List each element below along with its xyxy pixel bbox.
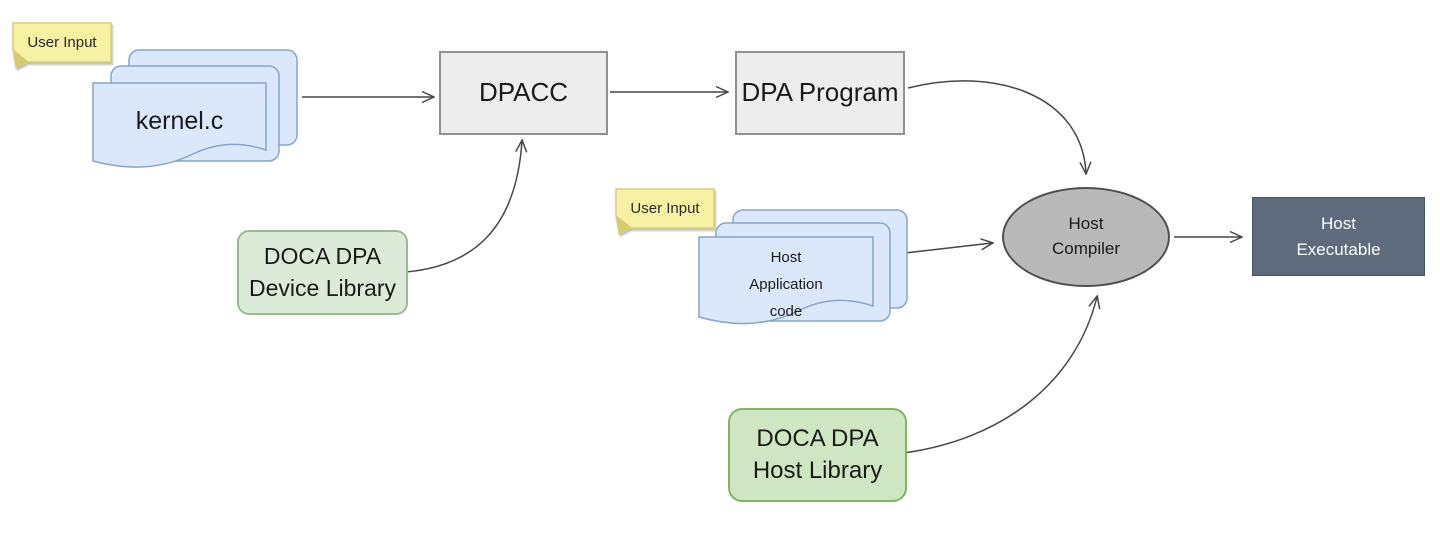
sticky-note-fold-icon [615,214,632,235]
user-input-annotation-2: User Input [630,199,700,217]
process-box-dpa-program: DPA Program [735,51,905,135]
host-app-doc-label: Host Application code [749,248,823,320]
library-box-host: DOCA DPA Host Library [728,408,907,502]
connector-device-library-to-dpacc [405,141,522,273]
user-input-annotation-1: User Input [27,33,97,51]
sticky-note-body [615,188,715,229]
document-page-front [698,236,874,325]
document-page-front [92,82,267,168]
sticky-note-1 [12,22,112,69]
host-app-document-stack [698,209,908,325]
connector-host-library-to-host-compiler [902,297,1097,454]
kernel-doc-label: kernel.c [135,106,224,135]
connector-dpa-program-to-host-compiler [907,80,1086,173]
box-host-executable: Host Executable [1252,197,1425,276]
process-box-dpacc: DPACC [439,51,608,135]
kernel-document-stack [92,49,298,168]
library-box-device: DOCA DPA Device Library [237,230,408,315]
sticky-note-2 [615,188,715,235]
ellipse-host-compiler: Host Compiler [1002,187,1170,287]
sticky-note-body [12,22,112,63]
connector-host-app-to-host-compiler [904,243,992,254]
sticky-note-fold-icon [12,48,29,69]
